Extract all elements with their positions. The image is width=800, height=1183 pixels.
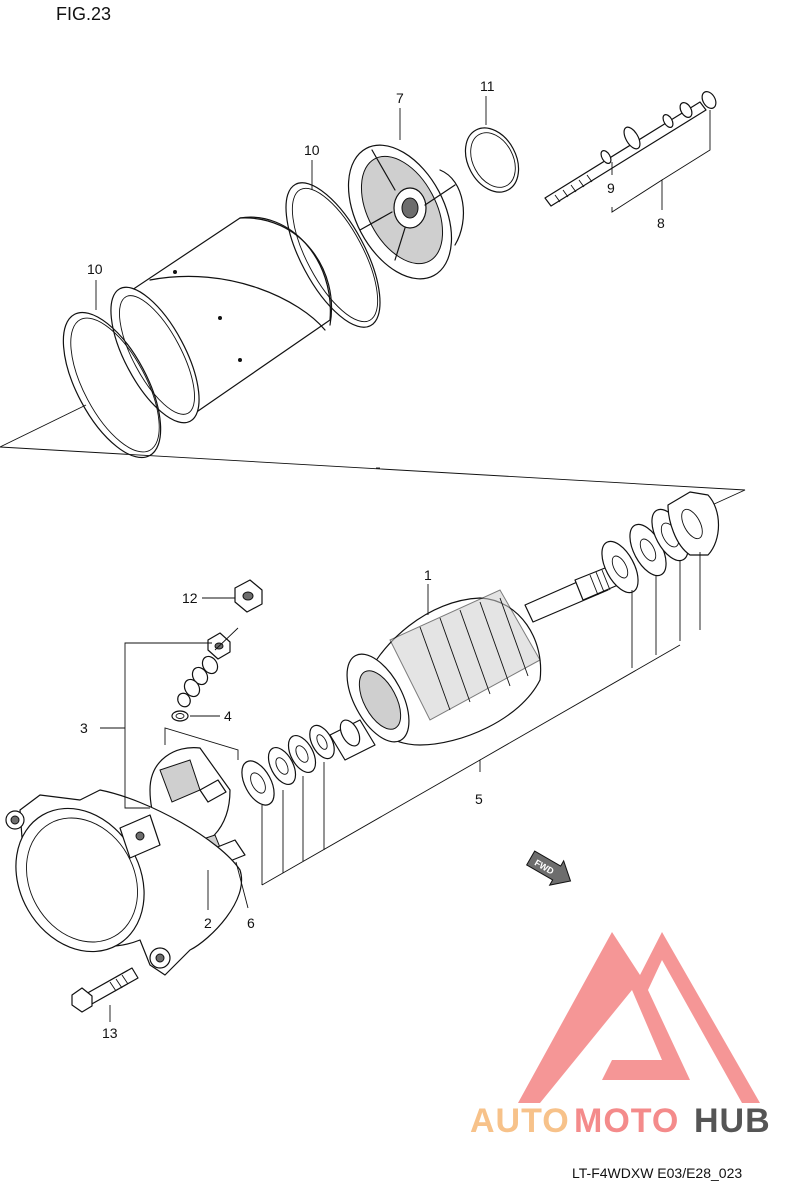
front-housing bbox=[5, 789, 243, 976]
callout-labels: 7 11 10 10 9 8 1 12 3 4 5 2 6 13 bbox=[80, 78, 665, 1041]
leader-lines-upper bbox=[95, 96, 711, 310]
callout-6: 6 bbox=[247, 915, 255, 931]
o-ring-10-right bbox=[285, 182, 381, 328]
callout-9: 9 bbox=[607, 180, 615, 196]
watermark-auto: AUTO bbox=[470, 1102, 570, 1140]
watermark-moto: MOTO bbox=[574, 1102, 679, 1140]
washer-set-right bbox=[601, 491, 719, 594]
end-cover-7 bbox=[347, 144, 464, 280]
o-ring-10-left bbox=[62, 311, 162, 459]
callout-11: 11 bbox=[480, 78, 495, 94]
callout-1: 1 bbox=[424, 567, 432, 583]
bolt-13 bbox=[71, 967, 139, 1013]
terminal-parts bbox=[171, 579, 263, 722]
callout-10-upper: 10 bbox=[304, 142, 320, 158]
callout-5: 5 bbox=[475, 791, 483, 807]
callout-13: 13 bbox=[102, 1025, 118, 1041]
figure-label: FIG.23 bbox=[56, 4, 111, 24]
armature-1 bbox=[329, 565, 619, 761]
callout-8: 8 bbox=[657, 215, 665, 231]
callout-10-lower: 10 bbox=[87, 261, 103, 277]
watermark-triangle bbox=[518, 932, 760, 1103]
washer-set-left bbox=[241, 724, 335, 806]
leader-lines-5 bbox=[261, 552, 701, 886]
section-separator bbox=[0, 404, 746, 506]
o-ring-11 bbox=[464, 127, 520, 193]
callout-3: 3 bbox=[80, 720, 88, 736]
callout-7: 7 bbox=[396, 90, 404, 106]
callout-12: 12 bbox=[182, 590, 198, 606]
leader-lines-lower bbox=[100, 584, 429, 1022]
yoke-housing bbox=[110, 216, 332, 424]
watermark-logo: AUTO MOTO HUB bbox=[470, 932, 771, 1140]
callout-2: 2 bbox=[204, 915, 212, 931]
callout-4: 4 bbox=[224, 708, 232, 724]
drawing-code: LT-F4WDXW E03/E28_023 bbox=[572, 1165, 742, 1181]
watermark-hub: HUB bbox=[694, 1102, 771, 1140]
through-bolt-8 bbox=[544, 91, 717, 207]
fwd-arrow: FWD bbox=[525, 850, 572, 886]
